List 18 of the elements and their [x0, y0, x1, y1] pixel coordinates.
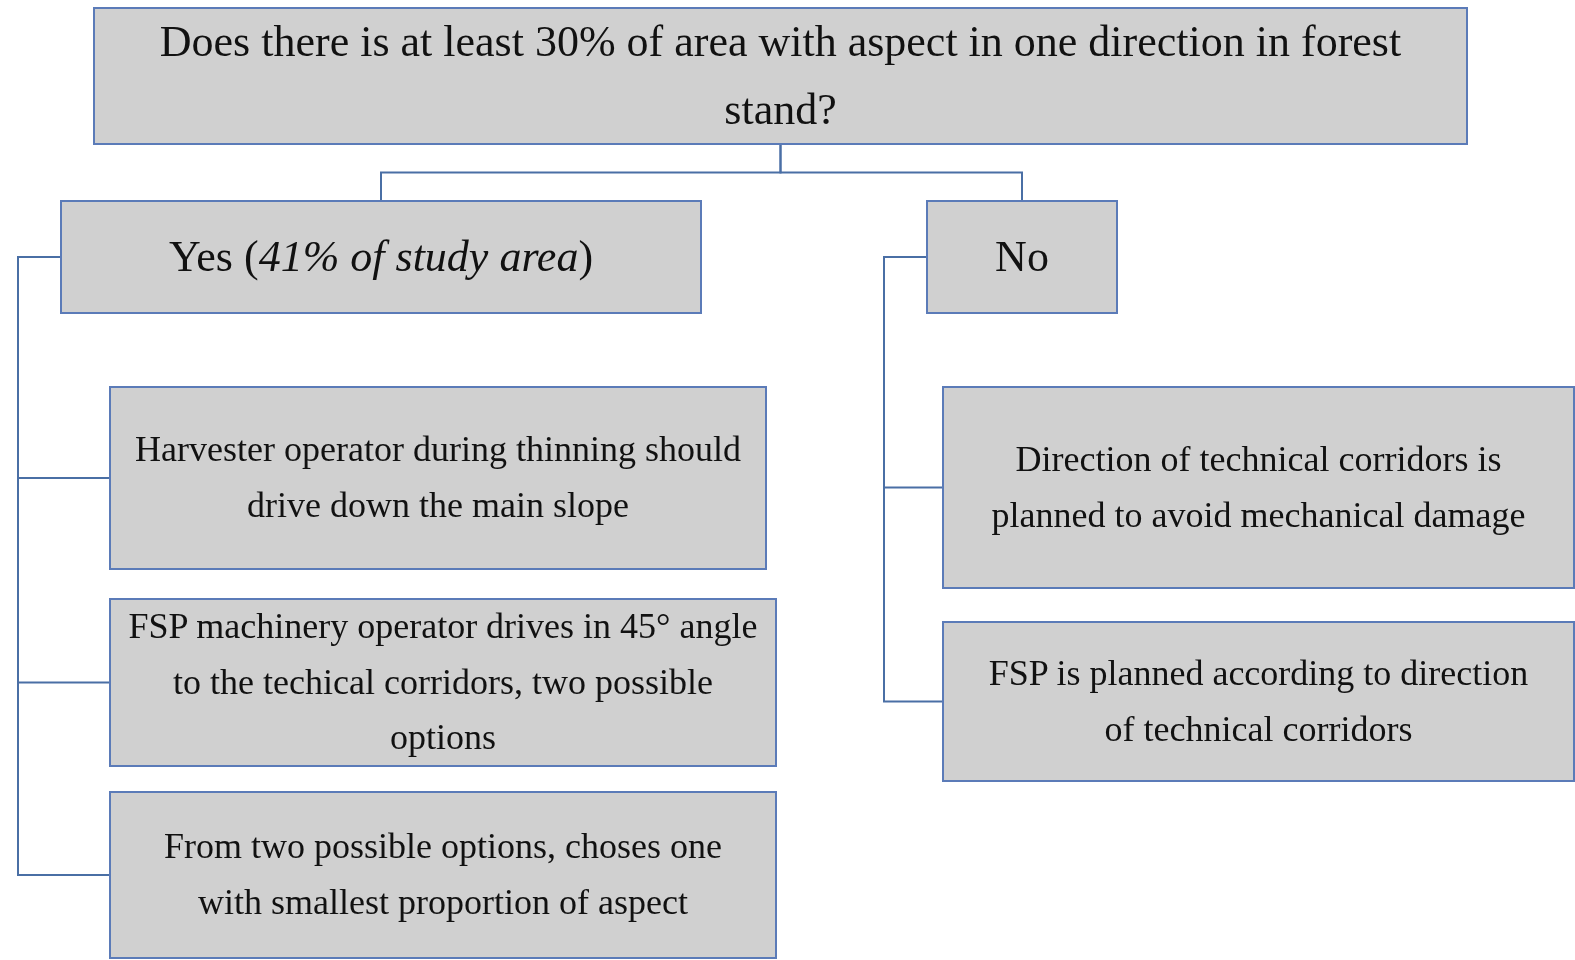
answer-box: [926, 200, 1118, 314]
process-box: [942, 621, 1575, 782]
connector-line: [883, 256, 943, 703]
node-text: FSP machinery operator drives in 45° angle to the techical corridors, two possible options: [127, 604, 759, 760]
connector-line: [17, 256, 110, 876]
process-box: [109, 791, 777, 959]
node-text: From two possible options, choses one with smallest proportion of aspect: [163, 825, 723, 924]
node-text: Direction of technical corridors is planned to avoid mechanical damage: [990, 437, 1527, 537]
question-box: [93, 7, 1468, 145]
node-text: Does there is at least 30% of area with aspect in one direction in forest stand?: [158, 15, 1403, 136]
answer-box: [60, 200, 702, 314]
node-text: Yes (41% of study area): [168, 230, 594, 283]
process-box: [109, 386, 767, 570]
node-text: Harvester operator during thinning should drive down the main slope: [134, 428, 742, 527]
node-text: FSP is planned according to direction of technical corridors: [987, 651, 1530, 751]
node-text: No: [995, 230, 1049, 283]
connector-line: [779, 144, 1023, 201]
process-box: [942, 386, 1575, 589]
